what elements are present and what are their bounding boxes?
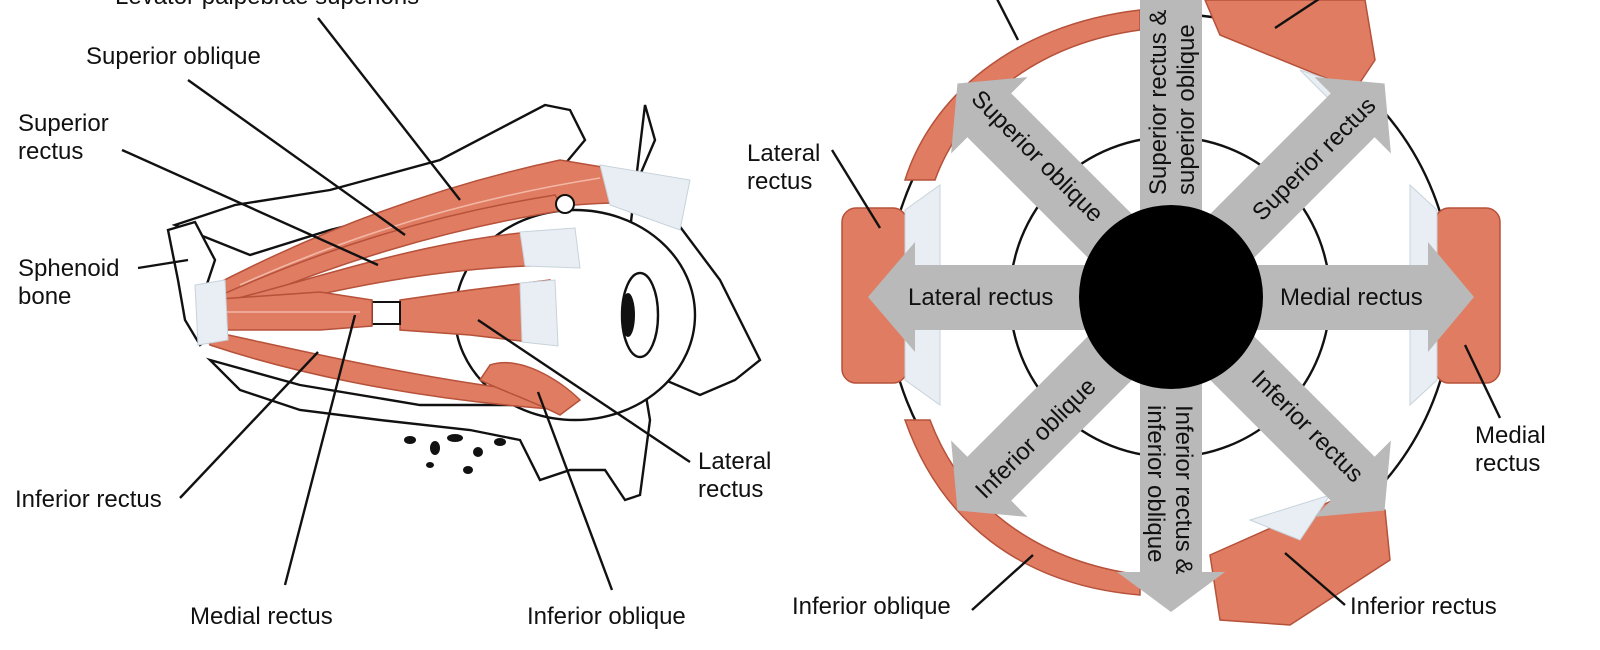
label-levator: Levator palpebrae superioris [115, 0, 419, 10]
pupil [1079, 205, 1263, 389]
leader-right-inferior-rectus [1284, 552, 1346, 606]
label-superior-rectus-line1: Superior [18, 110, 109, 137]
right-label-medial-rectus-line2: rectus [1475, 450, 1540, 477]
right-label-inferior-oblique: Inferior oblique [792, 593, 951, 620]
leader-medial-rectus [283, 314, 357, 586]
superior-oblique-muscle [208, 194, 575, 311]
pupil-side [621, 293, 635, 337]
leader-right-lateral-rectus [830, 149, 882, 229]
orbital-roof-bone [171, 103, 587, 257]
label-sphenoid-line2: bone [18, 283, 71, 310]
arrow-label-right: Medial rectus [1280, 284, 1423, 311]
leader-right-superior-oblique [996, 0, 1020, 41]
leader-superior-rectus [121, 148, 379, 267]
right-label-inferior-rectus: Inferior rectus [1350, 593, 1497, 620]
sphenoid-tendon-ring [194, 279, 229, 346]
label-inferior-rectus: Inferior rectus [15, 486, 162, 513]
label-lateral-rectus-line2: rectus [698, 476, 763, 503]
label-medial-rectus: Medial rectus [190, 603, 333, 630]
right-label-lateral-rectus-line2: rectus [747, 168, 812, 195]
arrow-down [1117, 360, 1225, 612]
leader-levator [317, 17, 461, 201]
orbit-lateral-view: Levator palpebrae superioris Superior ob… [15, 0, 771, 630]
label-superior-oblique: Superior oblique [86, 43, 261, 70]
arrow-left [868, 242, 1110, 352]
leader-inferior-oblique [536, 391, 614, 591]
inferior-oblique-muscle [478, 362, 582, 416]
arrow-label-down-line2: inferior oblique [1142, 405, 1169, 562]
arrow-label-left: Lateral rectus [908, 284, 1053, 311]
label-inferior-oblique: Inferior oblique [527, 603, 686, 630]
label-lateral-rectus-line1: Lateral [698, 448, 771, 475]
arrow-label-up-line2: superior oblique [1173, 24, 1200, 195]
arrow-right [1230, 242, 1474, 352]
right-label-medial-rectus-line1: Medial [1475, 422, 1546, 449]
arrow-up [1140, 0, 1202, 240]
maxilla-foramina [404, 434, 506, 474]
leader-right-medial-rectus [1463, 344, 1502, 419]
medial-rectus-muscle [204, 291, 373, 331]
leader-right-superior-rectus [1274, 0, 1320, 30]
leader-right-inferior-oblique [971, 554, 1034, 611]
lateral-rectus-muscle [371, 279, 559, 347]
label-sphenoid-line1: Sphenoid [18, 255, 119, 282]
right-label-lateral-rectus-line1: Lateral [747, 140, 820, 167]
label-superior-rectus-line2: rectus [18, 138, 83, 165]
leader-lateral-rectus [477, 319, 691, 463]
arrow-label-up-line1: Superior rectus & [1145, 10, 1172, 195]
gaze-direction-diagram: Superior rectus & superior oblique Infer… [747, 0, 1546, 626]
leader-inferior-rectus [179, 351, 319, 499]
leader-sphenoid [137, 258, 189, 270]
arrow-label-down-line1: Inferior rectus & [1170, 405, 1197, 574]
leader-superior-oblique [187, 79, 406, 236]
